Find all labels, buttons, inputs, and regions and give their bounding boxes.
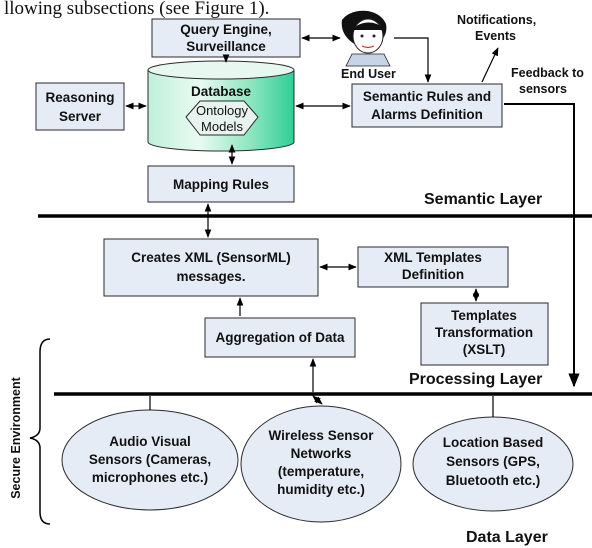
audio-visual-line-2: Sensors (Cameras, <box>89 452 211 467</box>
templates-transformation-line-1: Templates <box>451 308 517 323</box>
location-line-2: Sensors (GPS, <box>446 454 540 469</box>
query-engine-box: Query Engine, Surveillance <box>151 18 301 58</box>
secure-environment-label: Secure Environment <box>9 376 23 498</box>
notifications-line-2: Events <box>475 29 516 43</box>
audio-visual-line-3: microphones etc.) <box>92 470 208 485</box>
arrow-enduser-semantic <box>394 37 432 83</box>
creates-xml-line-1: Creates XML (SensorML) <box>131 250 291 265</box>
user-face-icon <box>341 10 391 67</box>
semantic-rules-line-1: Semantic Rules and <box>363 89 491 104</box>
semantic-rules-line-2: Alarms Definition <box>371 107 483 122</box>
audio-visual-line-1: Audio Visual <box>109 434 191 449</box>
audio-visual-sensors: Audio Visual Sensors (Cameras, microphon… <box>61 409 239 511</box>
ontology-label: Ontology <box>196 103 249 118</box>
query-engine-line-1: Query Engine, <box>180 22 272 37</box>
location-line-3: Bluetooth etc.) <box>446 473 541 488</box>
database-cylinder: Database Ontology Models <box>147 60 295 152</box>
arrow-wireless-processing <box>312 395 323 405</box>
processing-layer-label: Processing Layer <box>409 371 542 388</box>
notifications-line-1: Notifications, <box>457 13 536 27</box>
feedback-line-1: Feedback to <box>511 66 584 80</box>
wireless-line-1: Wireless Sensor <box>269 428 375 443</box>
feedback-line-2: sensors <box>519 82 567 96</box>
location-based-sensors: Location Based Sensors (GPS, Bluetooth e… <box>412 416 574 512</box>
templates-transformation-line-2: Transformation <box>435 325 533 340</box>
xml-templates-box: XML Templates Definition <box>357 246 509 288</box>
wireless-sensor-networks: Wireless Sensor Networks (temperature, h… <box>240 405 402 523</box>
mapping-rules-label: Mapping Rules <box>173 177 269 192</box>
arrow-semantic-notifications <box>481 47 499 83</box>
location-line-1: Location Based <box>443 435 544 450</box>
query-engine-line-2: Surveillance <box>186 39 266 54</box>
reasoning-server-box: Reasoning Server <box>35 82 125 131</box>
secure-environment-bracket <box>29 338 51 525</box>
creates-xml-box: Creates XML (SensorML) messages. <box>103 238 319 297</box>
header-text: llowing subsections (see Figure 1). <box>4 0 269 19</box>
reasoning-server-line-1: Reasoning <box>45 90 114 105</box>
semantic-rules-box: Semantic Rules and Alarms Definition <box>351 83 503 128</box>
xml-templates-line-1: XML Templates <box>384 250 482 265</box>
connectors <box>125 34 580 417</box>
end-user-label: End User <box>341 67 396 81</box>
xml-templates-line-2: Definition <box>402 267 464 282</box>
templates-transformation-box: Templates Transformation (XSLT) <box>420 302 549 366</box>
aggregation-box: Aggregation of Data <box>204 317 356 358</box>
semantic-layer-label: Semantic Layer <box>424 191 542 208</box>
aggregation-label: Aggregation of Data <box>215 330 344 345</box>
creates-xml-line-2: messages. <box>176 269 245 284</box>
wireless-line-2: Networks <box>291 446 352 461</box>
templates-transformation-line-3: (XSLT) <box>463 342 506 357</box>
database-title: Database <box>191 84 252 99</box>
reasoning-server-line-2: Server <box>59 109 102 124</box>
models-label: Models <box>201 119 243 134</box>
wireless-line-3: (temperature, <box>278 464 364 479</box>
mapping-rules-box: Mapping Rules <box>147 165 295 203</box>
data-layer-label: Data Layer <box>466 529 548 546</box>
wireless-line-4: humidity etc.) <box>277 482 365 497</box>
arrow-feedback-sensors <box>504 103 580 388</box>
